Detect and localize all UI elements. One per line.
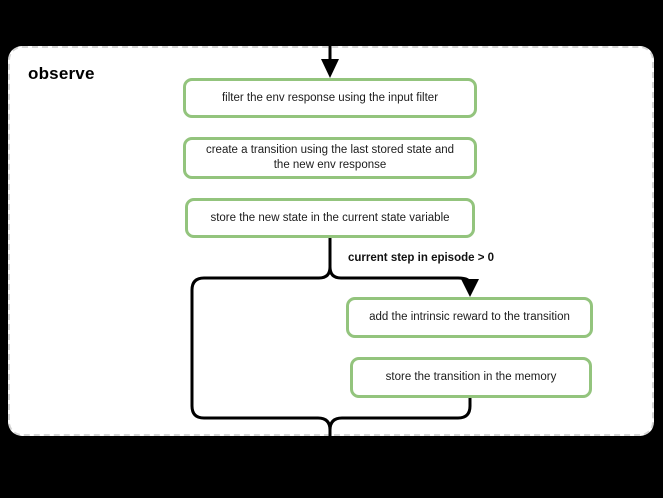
flow-node-add-intrinsic-reward: add the intrinsic reward to the transiti… [346, 297, 593, 338]
group-title: observe [28, 64, 95, 83]
flow-node-store-transition: store the transition in the memory [350, 357, 592, 398]
flow-node-store-new-state: store the new state in the current state… [185, 198, 475, 238]
flow-node-filter-env-response: filter the env response using the input … [183, 78, 477, 118]
flow-node-label: store the transition in the memory [385, 371, 557, 384]
flow-node-label: create a transition using the last store… [205, 144, 455, 171]
branch-condition-label: current step in episode > 0 [348, 252, 495, 264]
flow-node-label: filter the env response using the input … [221, 91, 439, 104]
flow-node-label: store the new state in the current state… [210, 211, 450, 224]
flow-node-label: add the intrinsic reward to the transiti… [369, 311, 570, 324]
flow-node-create-transition: create a transition using the last store… [183, 137, 477, 179]
